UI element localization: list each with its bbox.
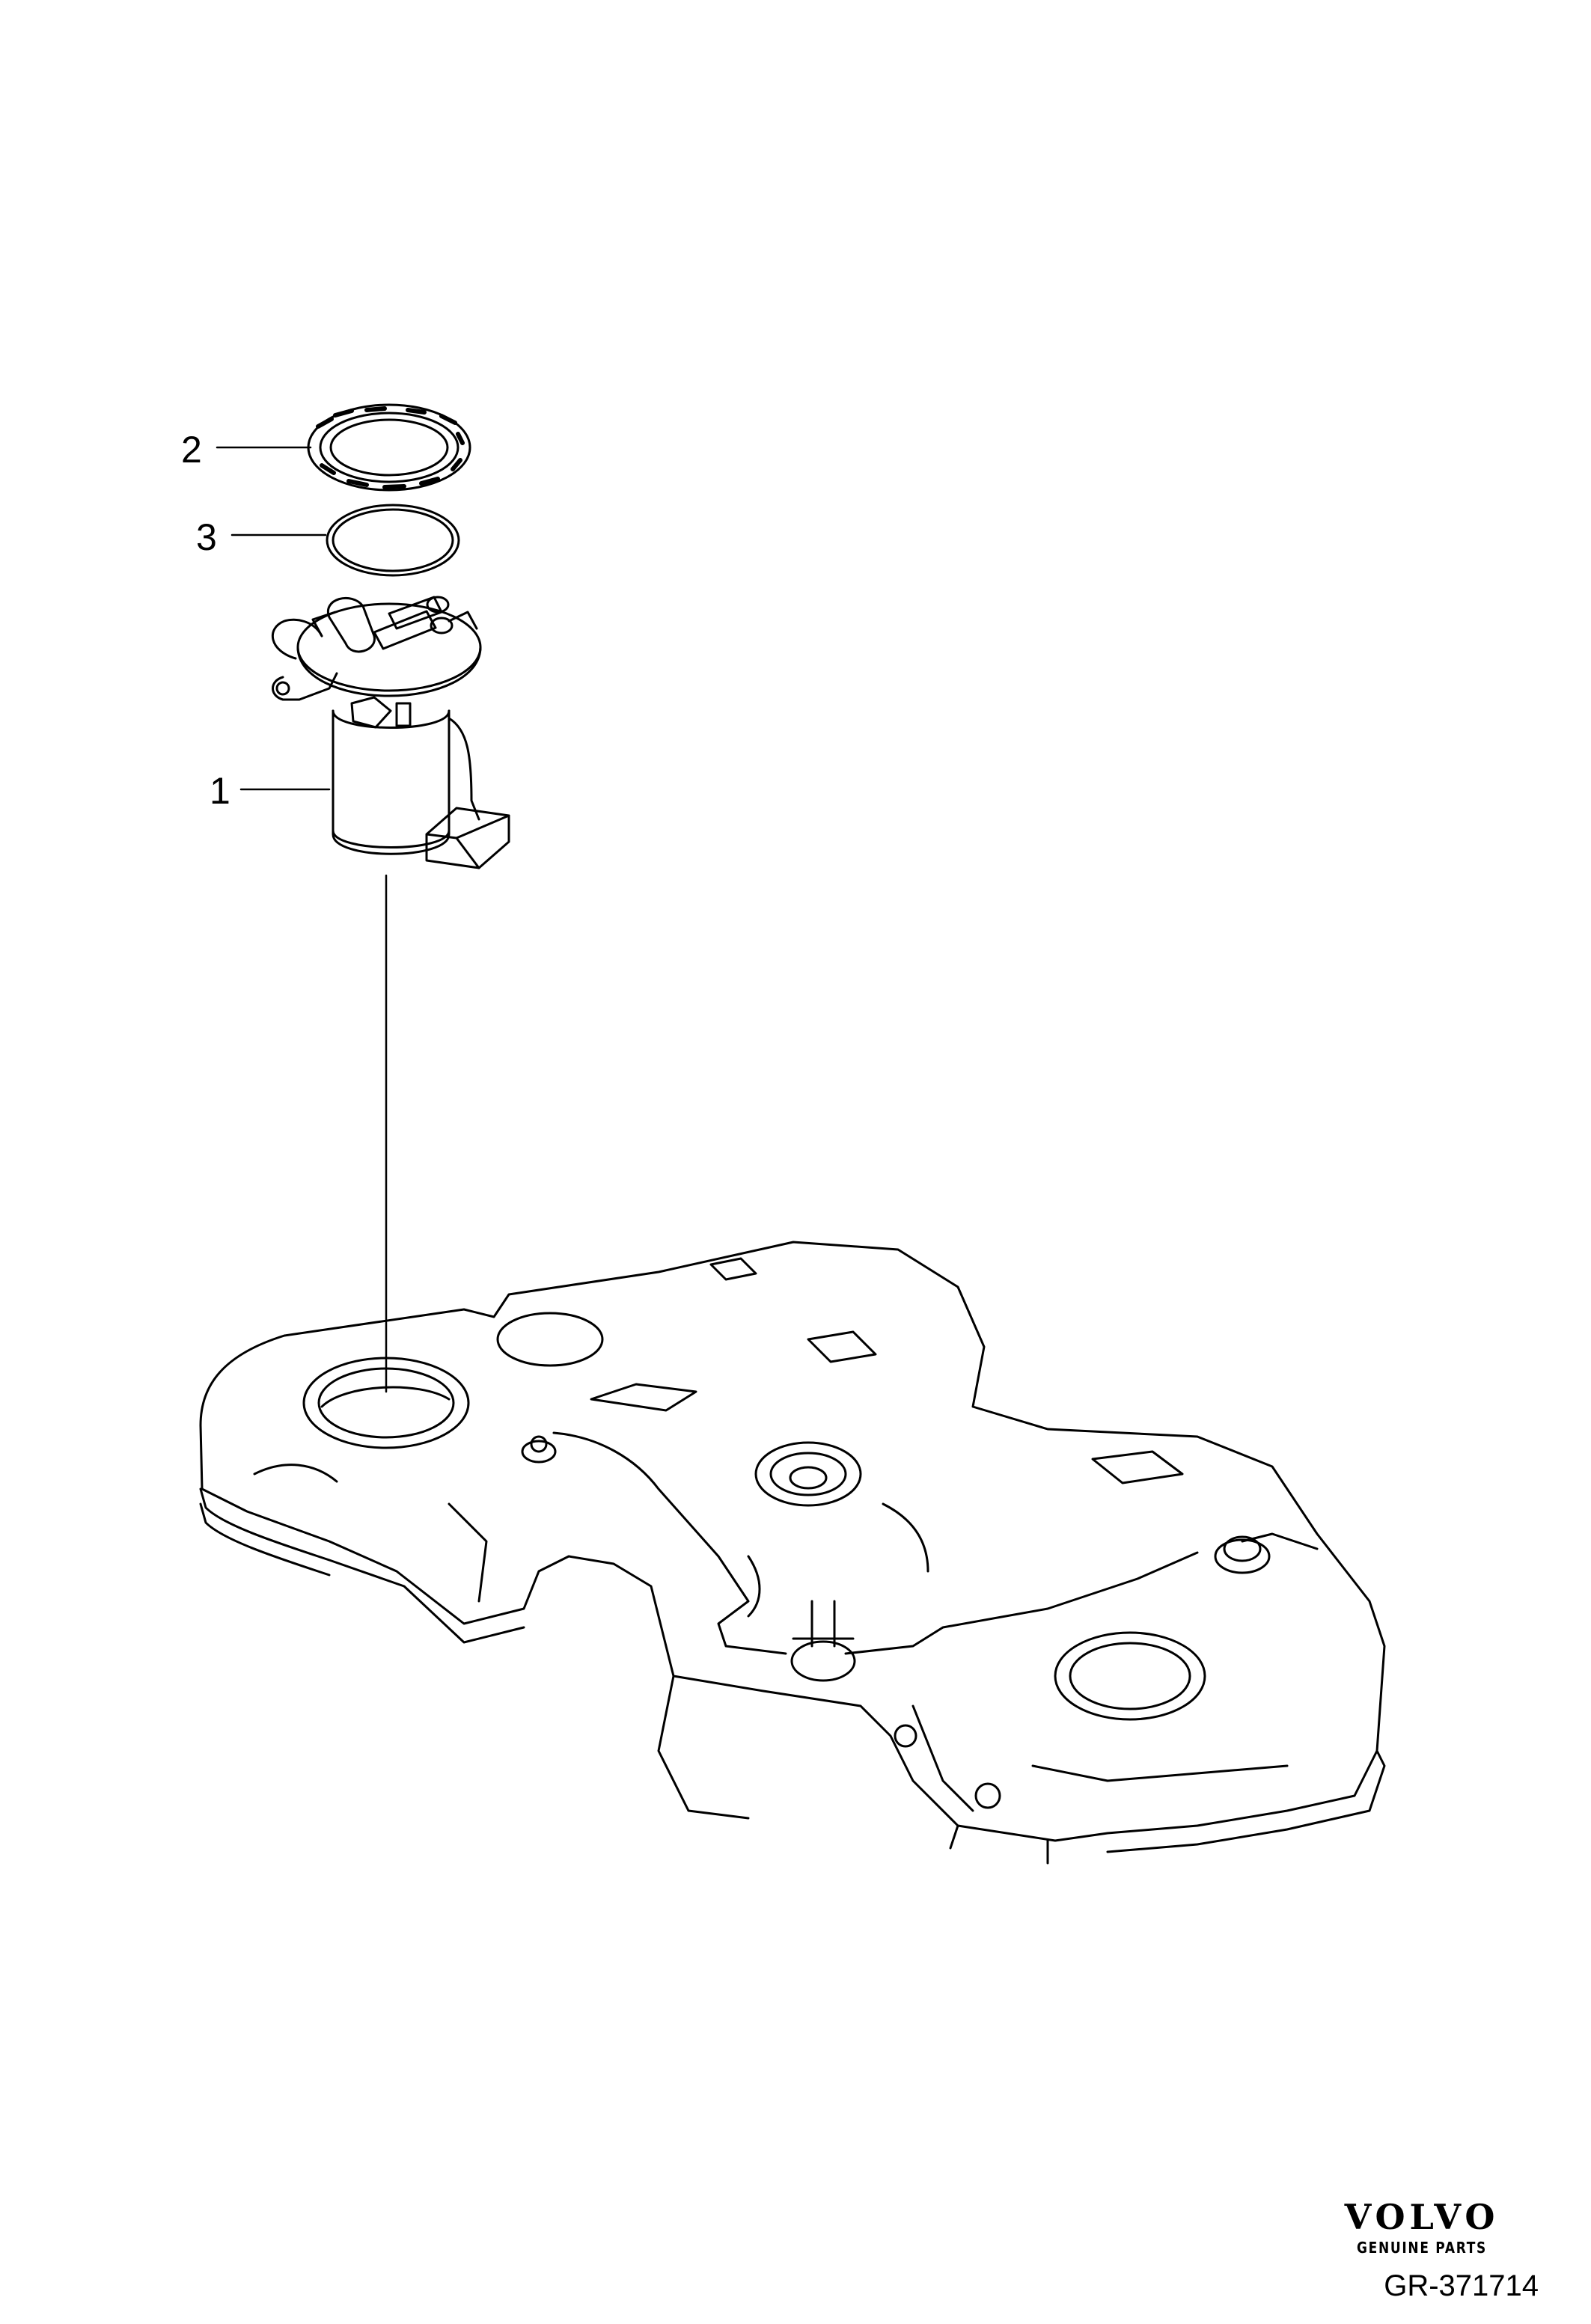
- leader-lines: [216, 446, 388, 1393]
- brand-name: VOLVO: [1344, 2197, 1500, 2237]
- fuel-tank: [199, 1241, 1386, 1865]
- locking-ring-part-2: [307, 403, 471, 492]
- callout-1: 1: [210, 770, 230, 812]
- seal-ring-part-3: [326, 504, 460, 577]
- pump-opening: [302, 1357, 470, 1449]
- right-opening: [1054, 1631, 1206, 1721]
- callout-3: 3: [196, 516, 217, 558]
- brand-logo: VOLVO GENUINE PARTS: [1302, 2200, 1542, 2257]
- center-opening: [754, 1441, 862, 1507]
- brand-tagline: GENUINE PARTS: [1356, 2239, 1488, 2257]
- figure-code: GR-371714: [1384, 2269, 1539, 2302]
- callout-2: 2: [181, 429, 202, 471]
- fuel-pump-module-part-1: [271, 596, 510, 869]
